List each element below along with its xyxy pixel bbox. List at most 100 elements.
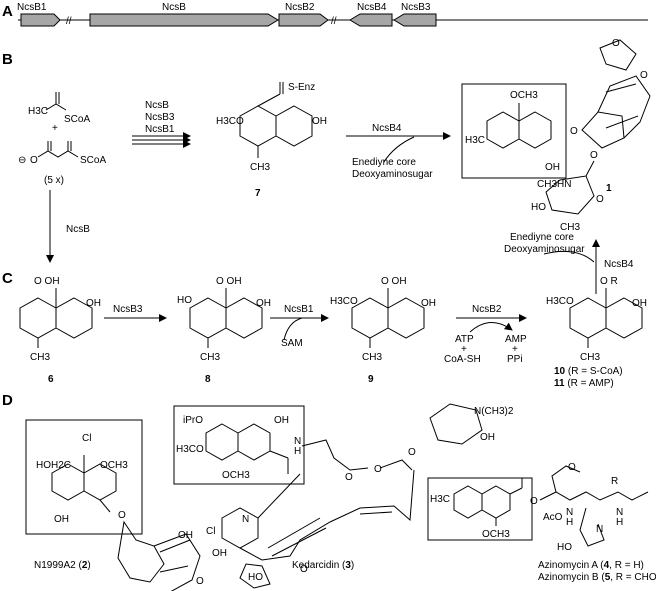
svg-text:OH: OH [86, 298, 101, 309]
svg-text:SAM: SAM [281, 338, 303, 349]
naphthoate-box [461, 83, 567, 179]
svg-text:OCH3: OCH3 [510, 90, 538, 101]
svg-text:NcsB4: NcsB4 [372, 123, 402, 134]
svg-text:O OH: O OH [381, 276, 407, 287]
gene-ncsb [89, 13, 279, 27]
gene-label-ncsb: NcsB [162, 2, 186, 13]
svg-text:N: N [616, 507, 623, 518]
svg-text:SCoA: SCoA [80, 155, 106, 166]
svg-text:9: 9 [368, 374, 374, 385]
kedarcidin: iPrO OH H3CO OCH3 N H O O N Cl O N(CH3)2… [173, 403, 514, 589]
ncsb4-up-step: Enediyne core Deoxyaminosugar NcsB4 [504, 232, 634, 294]
svg-text:OH: OH [178, 530, 193, 541]
compound-1: OCH3 H3C OH O O O O CH3HN HO CH3 O 1 [461, 38, 651, 233]
ncsb4-step-b: NcsB4 Enediyne core Deoxyaminosugar [346, 123, 451, 180]
svg-text:iPrO: iPrO [183, 415, 203, 426]
compound-6: O OH OH CH3 6 [19, 276, 101, 385]
svg-text:H3C: H3C [28, 106, 48, 117]
svg-text:N: N [596, 524, 603, 535]
panel-d-label: D [2, 392, 13, 409]
svg-text:N(CH3)2: N(CH3)2 [474, 406, 514, 417]
svg-text:O: O [300, 564, 308, 575]
svg-text:H: H [616, 517, 623, 528]
svg-text:S-Enz: S-Enz [288, 82, 315, 93]
svg-text:HOH2C: HOH2C [36, 460, 71, 471]
svg-text:OH: OH [421, 298, 436, 309]
svg-text:OH: OH [212, 548, 227, 559]
svg-text:CH3: CH3 [250, 162, 270, 173]
svg-text:Cl: Cl [82, 433, 91, 444]
svg-text:OH: OH [256, 298, 271, 309]
panel-b-label: B [2, 51, 13, 68]
malonyl-coa: ⊖ O SCoA (5 x) [18, 141, 106, 186]
svg-text:H3CO: H3CO [216, 116, 244, 127]
azinomycin-box [427, 477, 533, 541]
pks-step: NcsB NcsB3 NcsB1 [132, 100, 191, 148]
svg-text:O OH: O OH [216, 276, 242, 287]
svg-text:O: O [612, 38, 620, 49]
svg-text:O: O [570, 126, 578, 137]
gene-label-ncsb4: NcsB4 [357, 2, 387, 13]
svg-text:N: N [242, 514, 249, 525]
gene-cluster: // // [18, 13, 648, 27]
n1999a2-box [25, 419, 143, 535]
svg-text:CH3: CH3 [30, 352, 50, 363]
svg-text:8: 8 [205, 374, 211, 385]
svg-text:H: H [294, 446, 301, 457]
svg-text:1: 1 [606, 183, 612, 194]
svg-text:OCH3: OCH3 [222, 470, 250, 481]
ncsb-down-step: NcsB [46, 190, 90, 263]
acetyl-coa: H3C SCoA + [28, 92, 90, 134]
svg-text:O: O [345, 472, 353, 483]
svg-text:N: N [294, 436, 301, 447]
kedarcidin-name: Kedarcidin (3) [292, 560, 354, 571]
svg-text:7: 7 [255, 188, 261, 199]
svg-text:HO: HO [177, 295, 192, 306]
azinomycin: H3C OCH3 O N H N H R O AcO HO N Azinomyc… [427, 462, 656, 583]
svg-text:CH3: CH3 [362, 352, 382, 363]
svg-text:CH3: CH3 [560, 222, 580, 233]
ncsb2-step: NcsB2 ATP + CoA-SH AMP + PPi [444, 304, 527, 365]
svg-text:+: + [461, 344, 467, 355]
svg-text:CH3: CH3 [580, 352, 600, 363]
azinomycin-a-name: Azinomycin A (4, R = H) [538, 560, 644, 571]
svg-text:6: 6 [48, 374, 54, 385]
svg-text:OH: OH [632, 298, 647, 309]
svg-text:O: O [530, 496, 538, 507]
gene-ncsb4 [349, 13, 393, 27]
svg-text:H3CO: H3CO [330, 296, 358, 307]
svg-text:HO: HO [248, 572, 263, 583]
svg-text:NcsB1: NcsB1 [145, 124, 175, 135]
svg-text:OH: OH [274, 415, 289, 426]
svg-text:NcsB3: NcsB3 [113, 304, 143, 315]
gene-label-ncsb1: NcsB1 [17, 2, 47, 13]
svg-text:OCH3: OCH3 [100, 460, 128, 471]
ncsb1-step: NcsB1 SAM [270, 304, 329, 349]
svg-text:Deoxyaminosugar: Deoxyaminosugar [504, 244, 585, 255]
compound-10-label: 10 (R = S-CoA) [554, 366, 623, 377]
compound-7: S-Enz OH H3CO CH3 7 [216, 82, 327, 199]
ncsb3-step: NcsB3 [104, 304, 167, 322]
azinomycin-b-name: Azinomycin B (5, R = CHO) [538, 572, 656, 583]
svg-text:O: O [196, 576, 204, 587]
n1999a2: Cl HOH2C OCH3 O OH O OH OH N1999A2 (2) [25, 419, 227, 591]
svg-text:H3CO: H3CO [176, 444, 204, 455]
svg-text:SCoA: SCoA [64, 114, 90, 125]
svg-text:CH3HN: CH3HN [537, 179, 571, 190]
gene-ncsb3 [393, 13, 437, 27]
svg-text:O: O [596, 194, 604, 205]
svg-text:⊖: ⊖ [18, 155, 26, 166]
svg-text:R: R [611, 476, 618, 487]
svg-text:H: H [566, 517, 573, 528]
svg-text:NcsB: NcsB [145, 100, 169, 111]
svg-text:Enediyne core: Enediyne core [510, 232, 574, 243]
svg-text:O: O [568, 462, 576, 473]
gene-label-ncsb2: NcsB2 [285, 2, 315, 13]
svg-text:ATP: ATP [455, 334, 474, 345]
svg-text:H3C: H3C [430, 494, 450, 505]
svg-text:N: N [566, 507, 573, 518]
svg-text:PPi: PPi [507, 354, 523, 365]
svg-text:O: O [118, 510, 126, 521]
svg-text:AMP: AMP [505, 334, 527, 345]
